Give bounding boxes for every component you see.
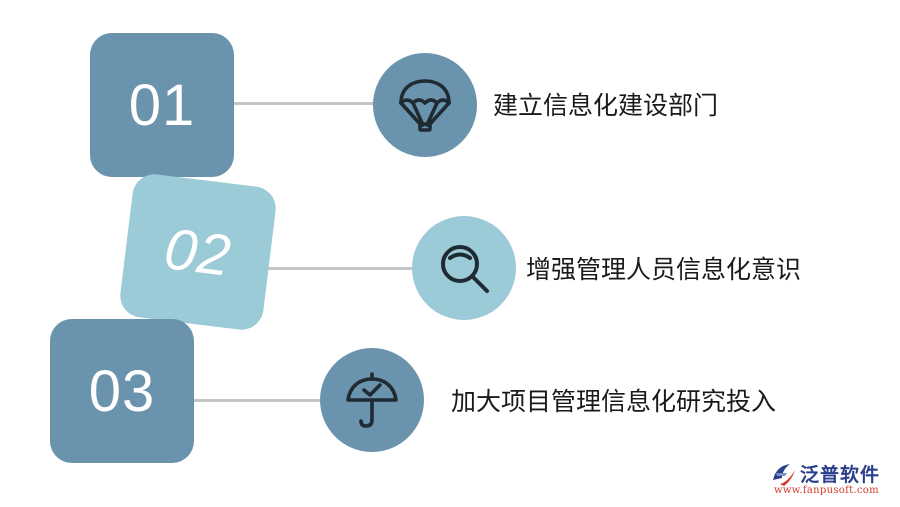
step-label-2: 增强管理人员信息化意识 xyxy=(526,255,802,284)
logo-url: www.fanpusoft.com xyxy=(774,485,879,496)
step-icon-circle-2 xyxy=(412,216,516,320)
connector-line-1 xyxy=(232,102,392,105)
connector-line-3 xyxy=(192,399,340,402)
step-number-box-1: 01 xyxy=(90,33,234,177)
connector-line-2 xyxy=(266,267,430,270)
umbrella-check-icon xyxy=(346,372,398,428)
magnifier-icon xyxy=(441,245,489,293)
step-number-3: 03 xyxy=(88,358,156,424)
step-label-3: 加大项目管理信息化研究投入 xyxy=(451,387,777,416)
logo-name: 泛普软件 xyxy=(800,464,881,486)
parachute-icon xyxy=(399,79,451,132)
fanpu-logo-icon xyxy=(773,464,795,486)
step-number-box-2: 02 xyxy=(117,171,279,333)
step-icon-circle-1 xyxy=(373,53,477,157)
step-number-1: 01 xyxy=(128,72,196,138)
step-number-box-3: 03 xyxy=(50,319,194,463)
step-number-2: 02 xyxy=(161,215,235,289)
step-icon-circle-3 xyxy=(320,348,424,452)
fanpusoft-logo: 泛普软件 www.fanpusoft.com xyxy=(770,458,892,500)
step-label-1: 建立信息化建设部门 xyxy=(493,91,719,120)
